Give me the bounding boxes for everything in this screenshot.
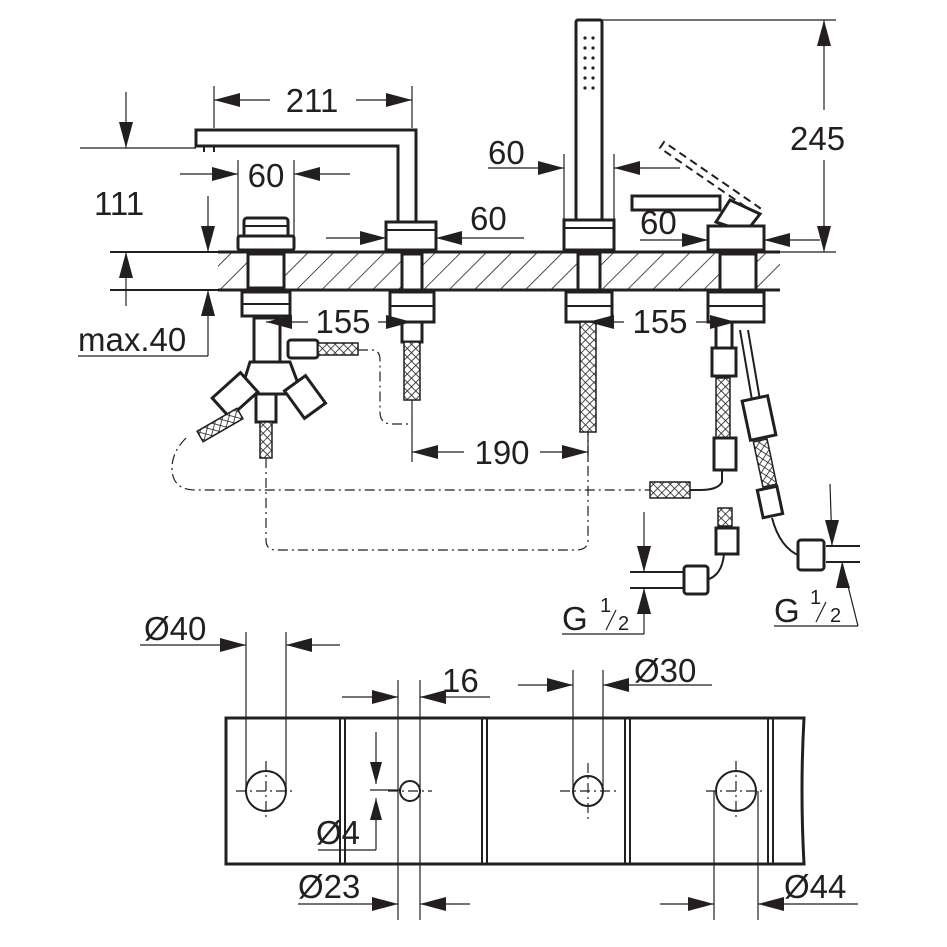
- dim-handshower-height: 245: [790, 120, 845, 157]
- hose-routing: [171, 349, 650, 551]
- dim-spacing-right: 155: [632, 303, 687, 340]
- connection-right-fraction-den: 2: [830, 605, 841, 627]
- hole-40-label: Ø40: [144, 610, 206, 647]
- mounting-deck: [110, 250, 780, 292]
- hole-4-label: Ø4: [316, 814, 360, 851]
- dim-spout-height: 111: [94, 185, 144, 222]
- right-handle: [630, 140, 766, 324]
- connection-right-g: G: [774, 592, 800, 629]
- dim-mounting-thickness: max.40: [78, 321, 186, 358]
- dim-spout-base-width: 60: [470, 200, 507, 237]
- hole-44-label: Ø44: [784, 868, 846, 905]
- dim-right-handle-width: 60: [640, 204, 677, 241]
- pitch-16-label: 16: [442, 662, 479, 699]
- hole-30-label: Ø30: [634, 652, 696, 689]
- dim-spacing-left: 155: [315, 303, 370, 340]
- dim-spacing-middle: 190: [474, 434, 529, 471]
- hand-shower: [562, 18, 616, 433]
- dim-handshower-base-width: 60: [488, 134, 525, 171]
- connection-right-fraction-num: 1: [810, 587, 821, 609]
- shower-nozzles: [583, 36, 595, 90]
- dimensions-top: 211 111 max.40 60 60: [78, 19, 859, 637]
- hole-23-label: Ø23: [298, 868, 360, 905]
- spout: [194, 128, 438, 401]
- dim-left-handle-width: 60: [248, 157, 285, 194]
- connection-left-g: G: [562, 600, 588, 637]
- connection-left-fraction-den: 2: [618, 613, 629, 635]
- left-handle: [236, 216, 296, 318]
- hole-plan: Ø40 16 Ø30 Ø4 Ø23: [140, 610, 858, 920]
- dim-spout-reach: 211: [286, 82, 339, 119]
- connection-left-fraction-num: 1: [600, 595, 611, 617]
